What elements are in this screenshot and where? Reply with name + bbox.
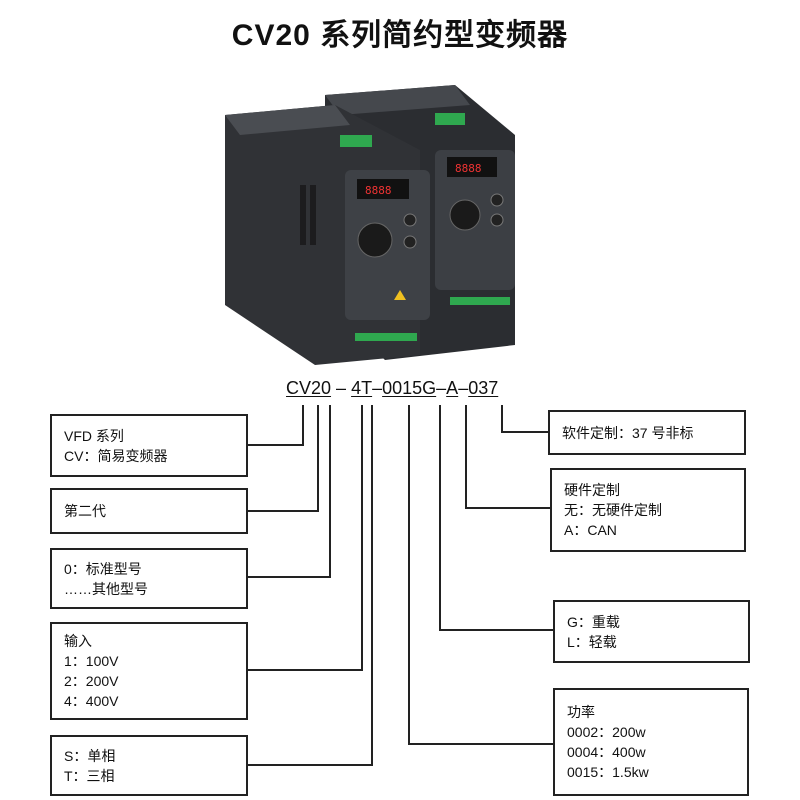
box-power: 功率 0002：200w 0004：400w 0015：1.5kw	[553, 688, 749, 796]
box-line: ……其他型号	[64, 580, 148, 597]
box-software: 软件定制：37 号非标	[548, 410, 746, 455]
code-software: 037	[468, 378, 499, 398]
connector-phase	[248, 405, 373, 766]
connector-input-voltage	[248, 405, 363, 671]
connector-hardware	[465, 405, 550, 509]
box-line: 输入	[64, 633, 92, 649]
box-line: CV：简易变频器	[64, 447, 168, 464]
box-line: T：三相	[64, 767, 115, 784]
box-load: G：重载 L：轻载	[553, 600, 750, 663]
box-model-type: 0：标准型号 ……其他型号	[50, 548, 248, 609]
connector-software	[501, 405, 548, 433]
code-dash: –	[458, 378, 469, 398]
code-power-load: 0015G	[382, 378, 437, 398]
code-dash: –	[436, 378, 447, 398]
connector-model-type	[248, 405, 331, 578]
box-generation: 第二代	[50, 488, 248, 534]
inverter-unit-left: 8888	[225, 105, 430, 365]
code-series: CV20	[286, 378, 332, 398]
box-line: 4：400V	[64, 693, 119, 709]
code-dash: –	[372, 378, 383, 398]
connector-series	[248, 405, 304, 446]
connector-power	[408, 405, 553, 745]
page-title: CV20 系列简约型变频器	[231, 19, 569, 52]
box-line: VFD 系列	[64, 427, 124, 444]
code-dash: –	[336, 378, 347, 398]
svg-text:8888: 8888	[365, 184, 392, 197]
code-voltage-phase: 4T	[351, 378, 373, 398]
box-input-voltage: 输入 1：100V 2：200V 4：400V	[50, 622, 248, 720]
box-line: A：CAN	[564, 522, 617, 538]
box-line: 无：无硬件定制	[564, 502, 662, 518]
box-line: 功率	[567, 704, 595, 720]
box-line: G：重载	[567, 613, 620, 630]
connector-generation	[248, 405, 319, 512]
connector-load	[439, 405, 553, 631]
box-line: 0002：200w	[567, 724, 646, 740]
box-line: 0004：400w	[567, 744, 646, 760]
box-hardware: 硬件定制 无：无硬件定制 A：CAN	[550, 468, 746, 552]
box-line: 0：标准型号	[64, 560, 142, 577]
box-line: 1：100V	[64, 653, 119, 669]
box-line: 软件定制：37 号非标	[562, 424, 694, 441]
inverter-photo: 8888 8888	[225, 85, 515, 365]
box-line: 硬件定制	[564, 482, 620, 498]
model-code: CV20 – 4T–0015G–A–037	[286, 378, 498, 399]
box-line: 2：200V	[64, 673, 119, 689]
code-hardware: A	[446, 378, 459, 398]
box-phase: S：单相 T：三相	[50, 735, 248, 796]
box-line: 第二代	[64, 503, 106, 519]
svg-text:8888: 8888	[455, 162, 482, 175]
box-series: VFD 系列 CV：简易变频器	[50, 414, 248, 477]
box-line: L：轻载	[567, 633, 617, 650]
box-line: 0015：1.5kw	[567, 764, 649, 780]
box-line: S：单相	[64, 747, 116, 764]
